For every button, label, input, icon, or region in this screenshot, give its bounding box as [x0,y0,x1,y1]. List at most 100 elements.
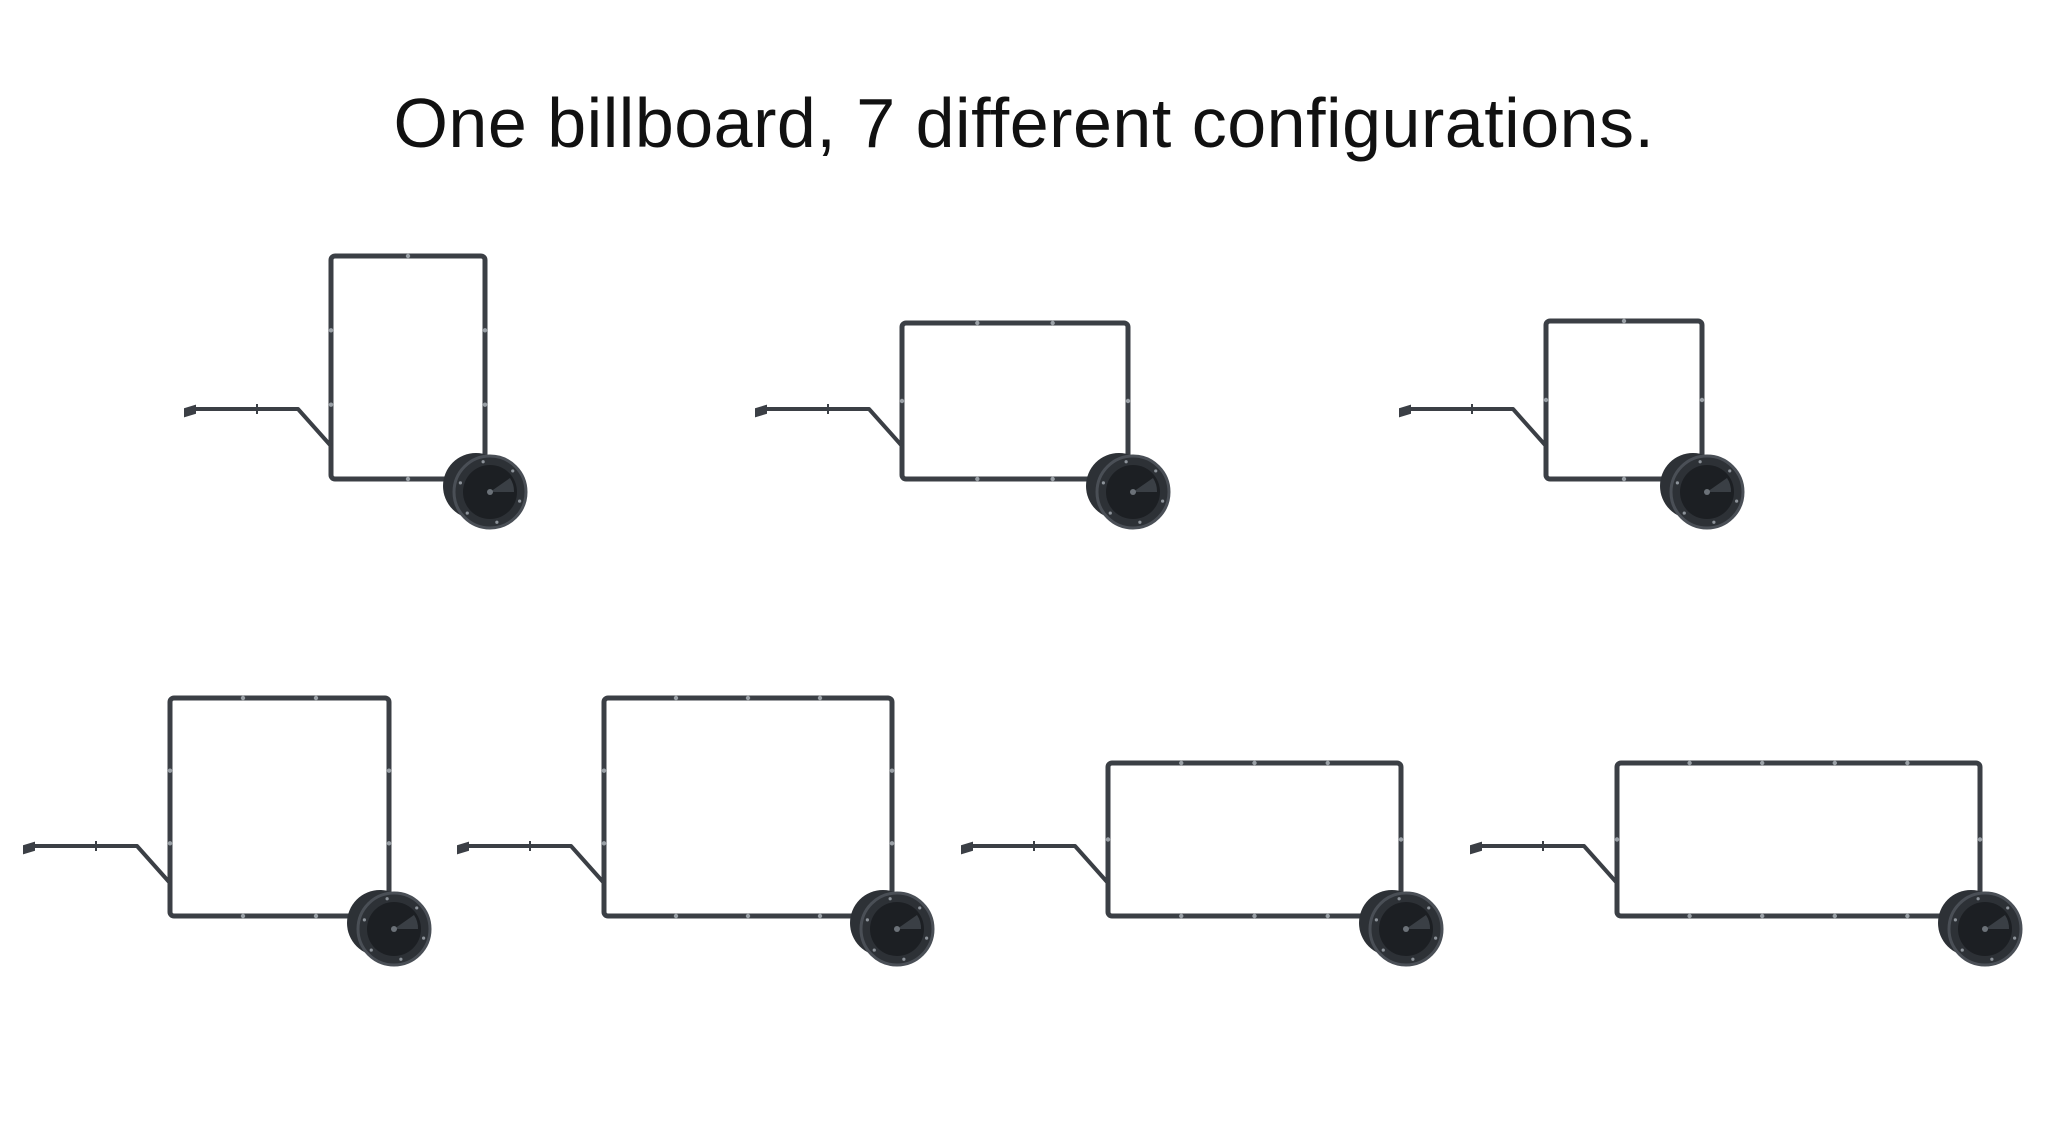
billboard-frame [1105,760,1404,919]
frame-connector [1832,913,1838,919]
wheel-bolt [1374,918,1378,922]
frame-connector [817,695,823,701]
wheel-axle [1403,926,1409,932]
wheel-bolt [2013,936,2017,940]
tow-bar [972,844,1110,885]
frame-connector [1105,837,1111,842]
frame-connector [1125,398,1131,404]
frame-connector [1699,397,1705,403]
tow-bar [34,844,172,885]
wheel-bolt [1427,906,1431,910]
frame-connector [167,768,173,773]
frame-connector [328,328,334,333]
wheel-highlight [490,478,515,492]
frame-connector [1687,913,1692,919]
frame-connector [167,841,173,846]
hitch-coupler-icon [1470,841,1482,855]
frame-connector [482,328,488,333]
frame-connector [899,398,905,404]
frame-connector [601,841,607,846]
frame-connector [889,841,895,846]
wheel-highlight [1707,478,1732,492]
wheel-bolt [1953,918,1957,922]
wheel-highlight [1985,915,2010,929]
billboard-trailer [23,695,432,967]
tow-bar [1410,407,1548,448]
wheel-bolt [1682,511,1686,515]
wheel-axle [894,926,900,932]
hitch-coupler-icon [457,841,469,855]
frame-connector [1687,760,1692,766]
frame-connector [1252,760,1257,766]
billboard-frame [601,695,895,919]
tow-bar [195,407,333,448]
wheel-bolt [1735,499,1739,503]
wheel-bolt [481,460,485,464]
wheel-bolt [1990,957,1994,961]
frame-connector [817,913,823,919]
wheel-bolt [415,906,419,910]
wheel-bolt [1434,936,1438,940]
frame-connector [1621,318,1627,324]
frame-connector [975,476,980,482]
frame-connector [313,695,319,701]
wheel-bolt [1675,481,1679,485]
wheel-bolt [1976,897,1980,901]
frame-connector [1325,760,1330,766]
billboard-trailer [961,760,1444,967]
page-title: One billboard, 7 different configuration… [393,84,1655,162]
frame-connector [240,695,246,701]
wheel-bolt [1712,520,1716,524]
wheel-axle [487,489,493,495]
tow-bar [468,844,606,885]
wheel-highlight [897,915,922,929]
wheel-highlight [394,915,419,929]
frame-connector [482,402,488,407]
wheel-bolt [399,957,403,961]
wheel-bolt [1728,469,1732,473]
tow-bar [766,407,904,448]
wheel-bolt [495,520,499,524]
wheel-bolt [465,511,469,515]
wheel-axle [1130,489,1136,495]
frame-connector [1905,913,1910,919]
frame-connector [240,913,246,919]
frame-connector [1543,397,1549,403]
wheel-bolt [1381,948,1385,952]
frame-connector [673,913,679,919]
hitch-coupler-icon [961,841,973,855]
billboard-frame [167,695,392,919]
frame-connector [328,402,334,407]
wheel-bolt [385,897,389,901]
tow-bar [1481,844,1619,885]
frame-connector [1179,760,1184,766]
wheel-bolt [2006,906,2010,910]
frame-connector [1050,320,1055,326]
wheel-bolt [888,897,892,901]
frame-connector [1325,913,1330,919]
billboard-trailer [1470,760,2023,967]
wheel-axle [391,926,397,932]
frame-connector [745,913,751,919]
frame-connector [386,768,392,773]
wheel-bolt [518,499,522,503]
wheel-bolt [422,936,426,940]
frame-connector [601,768,607,773]
wheel-axle [1704,489,1710,495]
frame-connector [1977,837,1983,842]
wheel-bolt [362,918,366,922]
wheel-bolt [1138,520,1142,524]
billboard-trailer [1399,318,1745,530]
frame-connector [1905,760,1910,766]
frame-connector [405,476,411,482]
frame-connector [975,320,980,326]
billboard-trailer [755,320,1171,530]
wheel-bolt [1101,481,1105,485]
wheel-bolt [1698,460,1702,464]
wheel-bolt [1124,460,1128,464]
frame-connector [386,841,392,846]
hitch-coupler-icon [1399,404,1411,418]
frame-connector [1398,837,1404,842]
wheel-bolt [369,948,373,952]
